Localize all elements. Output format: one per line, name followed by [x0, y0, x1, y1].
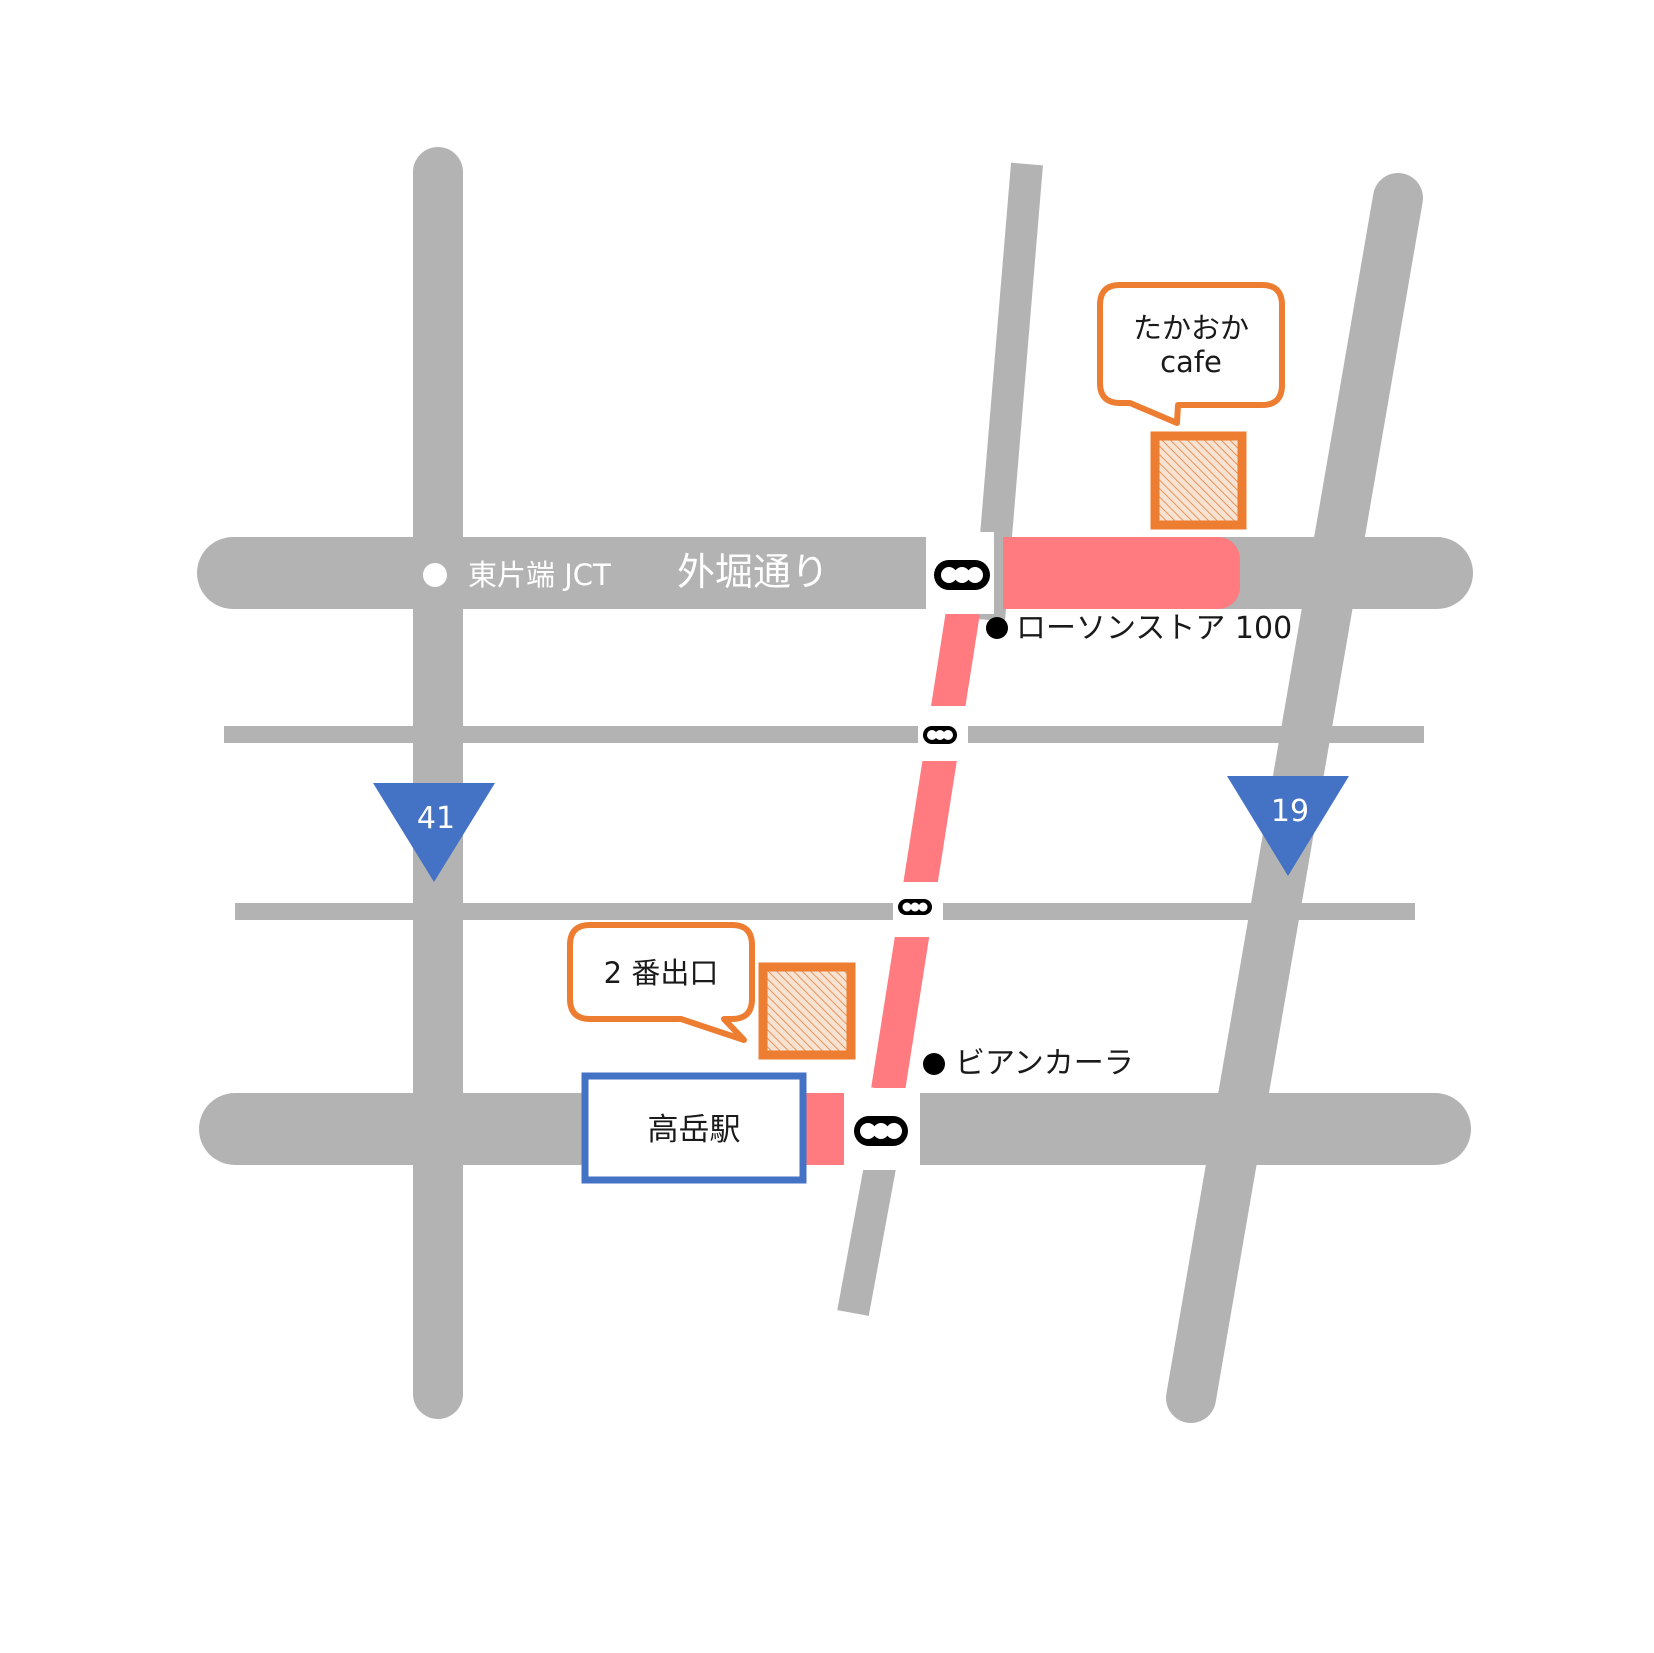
exit-building [758, 962, 856, 1060]
cafe-name-line2: cafe [1160, 345, 1222, 379]
callout-bubble [567, 922, 755, 1043]
cafe-name-line1: たかおか [1133, 311, 1249, 345]
jct-label: 東片端 JCT [468, 558, 611, 592]
route-marker-41: 41 [373, 783, 495, 882]
landmark-lawson: ローソンストア 100 [1016, 611, 1292, 646]
route-segment-top [1003, 537, 1240, 609]
route-number: 41 [417, 801, 455, 836]
cafe-callout: たかおか cafe [1097, 282, 1285, 426]
black-dot-icon [923, 1053, 945, 1075]
route-number: 19 [1271, 794, 1309, 829]
station-box: 高岳駅 [581, 1072, 807, 1184]
exit-callout: 2 番出口 [567, 922, 755, 1043]
station-label: 高岳駅 [648, 1112, 741, 1148]
black-dot-icon [986, 617, 1008, 639]
station-frame [581, 1072, 807, 1184]
route-marker-19: 19 [1227, 776, 1349, 876]
traffic-light-icon [923, 726, 957, 744]
white-dot-icon [423, 563, 447, 587]
road-main-horizontal-top [197, 537, 1473, 609]
cafe-building [1150, 431, 1247, 530]
callout-bubble [1097, 282, 1285, 426]
traffic-light-icon [898, 899, 932, 915]
road-thin-horizontal-2 [235, 903, 1415, 920]
traffic-light-icon [934, 560, 990, 590]
traffic-signals [844, 532, 994, 1170]
main-street-label: 外堀通り [677, 550, 829, 594]
route-marker-triangle [1227, 776, 1349, 876]
route-segment-diagonal [871, 609, 980, 1093]
traffic-light-icon [854, 1116, 908, 1146]
road-thin-horizontal-1 [224, 726, 1424, 743]
walking-route [800, 537, 1240, 1165]
exit-label: 2 番出口 [604, 956, 719, 990]
landmark-beer: ビアンカーラ [955, 1046, 1134, 1081]
route-marker-triangle [373, 783, 495, 882]
route-segment-bottom [800, 1093, 848, 1165]
